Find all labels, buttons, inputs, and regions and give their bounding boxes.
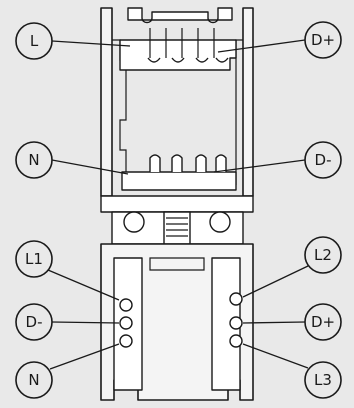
leader-bottom-right-3	[242, 343, 309, 369]
leader-top-right	[217, 39, 306, 53]
callout-mid-right-label: D-	[315, 151, 332, 169]
callout-bottom-left-1: L1	[15, 240, 53, 278]
mid-carrier-contacts	[149, 154, 227, 172]
callout-mid-left: N	[15, 141, 53, 179]
leader-bottom-right-2	[242, 321, 306, 324]
leader-top-left	[51, 40, 131, 47]
lower-top-channel	[149, 257, 205, 271]
callout-bottom-left-2: D-	[15, 303, 53, 341]
leader-bottom-left-3	[49, 343, 120, 370]
right-insulator	[211, 257, 241, 391]
leader-bottom-right-1	[242, 265, 309, 298]
leader-lines	[47, 39, 309, 370]
callout-bottom-left-2-label: D-	[26, 313, 43, 331]
callout-bottom-right-3-label: L3	[314, 371, 332, 389]
top-clip	[127, 7, 233, 24]
left-hole-n	[119, 334, 133, 348]
callout-top-right: D+	[304, 21, 342, 59]
callout-top-left-label: L	[30, 32, 39, 50]
mid-carrier	[121, 171, 237, 191]
screw-thread	[166, 217, 188, 237]
top-carrier	[119, 39, 237, 71]
lower-profile	[100, 243, 254, 401]
top-carrier-ribs	[149, 28, 215, 58]
leader-mid-left	[51, 159, 129, 175]
top-carrier-contacts	[147, 57, 229, 63]
leader-bottom-left-1	[47, 269, 120, 301]
callout-bottom-left-3: N	[15, 361, 53, 399]
right-hole-dplus	[229, 316, 243, 330]
callout-bottom-left-1-label: L1	[25, 250, 43, 268]
cross-bar	[100, 195, 254, 213]
right-hole-l3	[229, 334, 243, 348]
screw	[163, 211, 191, 245]
left-hole-l1	[119, 298, 133, 312]
inner-right-wall	[235, 39, 243, 185]
callout-bottom-right-2: D+	[304, 303, 342, 341]
callout-bottom-right-3: L3	[304, 361, 342, 399]
upper-profile	[100, 7, 254, 245]
callout-top-left: L	[15, 22, 53, 60]
callout-bottom-right-1: L2	[304, 236, 342, 274]
left-rail	[100, 7, 113, 197]
callout-bottom-left-3-label: N	[28, 371, 39, 389]
leader-mid-right	[213, 159, 306, 173]
callout-top-right-label: D+	[311, 31, 335, 49]
clamp-hole-right	[209, 211, 231, 233]
clamp-hole-left	[123, 211, 145, 233]
callout-mid-left-label: N	[28, 151, 39, 169]
callout-bottom-right-1-label: L2	[314, 246, 332, 264]
right-hole-l2	[229, 292, 243, 306]
leader-bottom-left-2	[51, 321, 120, 324]
callout-bottom-right-2-label: D+	[311, 313, 335, 331]
left-hole-dminus	[119, 316, 133, 330]
callout-mid-right: D-	[304, 141, 342, 179]
